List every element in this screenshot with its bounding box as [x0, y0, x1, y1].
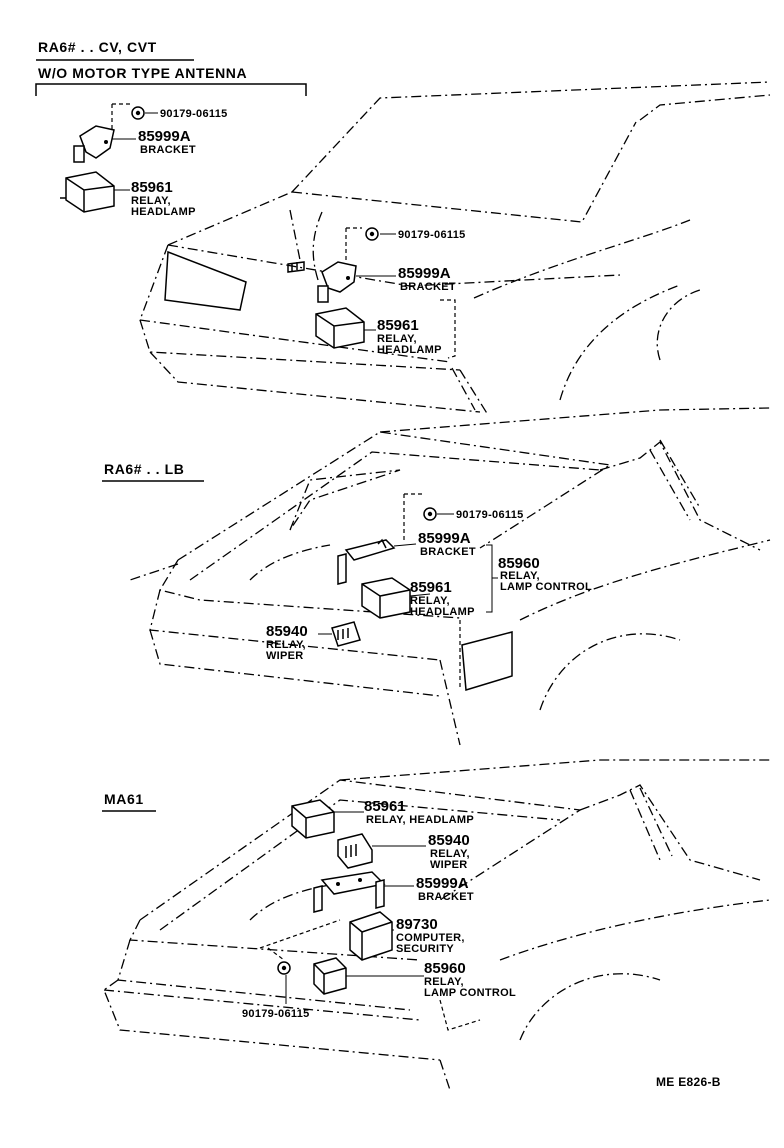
- section-2: RA6# . . LB: [102, 407, 771, 746]
- section-1-subtitle: W/O MOTOR TYPE ANTENNA: [38, 65, 247, 81]
- callout-computer-desc1: COMPUTER,: [396, 932, 465, 944]
- callout-headlamp-c-desc2: HEADLAMP: [410, 606, 475, 618]
- callout-wiper-d-desc1: RELAY,: [430, 848, 470, 860]
- callout-relay-a-number: 85961: [131, 179, 173, 196]
- car-body-sedan: [139, 81, 771, 416]
- callout-nut-d: 90179-06115: [242, 1008, 310, 1020]
- callout-wiper-d-desc2: WIPER: [430, 859, 468, 871]
- callout-wiper-d-number: 85940: [428, 832, 470, 849]
- computer-icon: [349, 911, 393, 961]
- section-2-title: RA6# . . LB: [104, 461, 185, 477]
- bracket-a-icon: [73, 125, 115, 163]
- callout-bracket-d-desc: BRACKET: [418, 891, 474, 903]
- relay-e-icon: [313, 957, 347, 995]
- callout-relay-a-desc2: HEADLAMP: [131, 206, 196, 218]
- relay-b-icon: [315, 307, 365, 349]
- callout-relay-b-desc1: RELAY,: [377, 333, 417, 345]
- car-body-liftback: [129, 407, 771, 746]
- callout-relay-b-desc2: HEADLAMP: [377, 344, 442, 356]
- section-3-title: MA61: [104, 791, 144, 807]
- callout-wiper-c-desc2: WIPER: [266, 650, 304, 662]
- section-3: MA61: [102, 759, 771, 1091]
- nut-c-icon: [403, 493, 437, 540]
- bracket-d-icon: [313, 871, 386, 913]
- section-1: RA6# . . CV, CVT W/O MOTOR TYPE ANTENNA: [35, 39, 771, 416]
- callout-nut-b: 90179-06115: [398, 229, 466, 241]
- callout-lamp-ctrl-d-desc1: RELAY,: [424, 976, 464, 988]
- callout-relay-b-number: 85961: [377, 317, 419, 334]
- callout-lamp-ctrl-c-number: 85960: [498, 555, 540, 572]
- callout-lamp-ctrl-c-desc1: RELAY,: [500, 570, 540, 582]
- nut-b-icon: [345, 227, 379, 262]
- callout-headlamp-c-desc1: RELAY,: [410, 595, 450, 607]
- callout-lamp-ctrl-d-number: 85960: [424, 960, 466, 977]
- nut-a-icon: [111, 103, 145, 137]
- callout-bracket-a-desc: BRACKET: [140, 144, 196, 156]
- callout-bracket-c-desc: BRACKET: [420, 546, 476, 558]
- footer-code: ME E826-B: [656, 1075, 721, 1089]
- subtitle-bracket: [35, 83, 307, 96]
- wiper-relay-d-icon: [337, 833, 373, 869]
- callout-wiper-c-number: 85940: [266, 623, 308, 640]
- car-body-hatch: [103, 759, 771, 1091]
- callout-headlamp-d-number: 85961: [364, 798, 406, 815]
- callout-nut-c: 90179-06115: [456, 509, 524, 521]
- callout-computer-number: 89730: [396, 916, 438, 933]
- dowel-icon: [287, 261, 305, 273]
- callout-lamp-ctrl-d-desc2: LAMP CONTROL: [424, 987, 516, 999]
- callout-headlamp-d-desc: RELAY, HEADLAMP: [366, 814, 474, 826]
- callout-bracket-d-number: 85999A: [416, 875, 469, 892]
- callout-lamp-ctrl-c-desc2: LAMP CONTROL: [500, 581, 592, 593]
- callout-bracket-a-number: 85999A: [138, 128, 191, 145]
- callout-bracket-c-number: 85999A: [418, 530, 471, 547]
- callout-nut-a: 90179-06115: [160, 108, 228, 120]
- relay-d-icon: [291, 799, 335, 839]
- callout-bracket-b-number: 85999A: [398, 265, 451, 282]
- callout-bracket-b-desc: BRACKET: [400, 281, 456, 293]
- relay-a-icon: [60, 171, 115, 213]
- wiper-relay-c-icon: [331, 621, 361, 647]
- callout-wiper-c-desc1: RELAY,: [266, 639, 306, 651]
- callout-relay-a-desc1: RELAY,: [131, 195, 171, 207]
- relay-c-icon: [361, 577, 411, 619]
- bracket-b-icon: [317, 261, 357, 303]
- callout-headlamp-c-number: 85961: [410, 579, 452, 596]
- callout-computer-desc2: SECURITY: [396, 943, 454, 955]
- bracket-c-icon: [337, 538, 396, 585]
- section-1-title: RA6# . . CV, CVT: [38, 39, 157, 55]
- nut-d-icon: [267, 947, 291, 975]
